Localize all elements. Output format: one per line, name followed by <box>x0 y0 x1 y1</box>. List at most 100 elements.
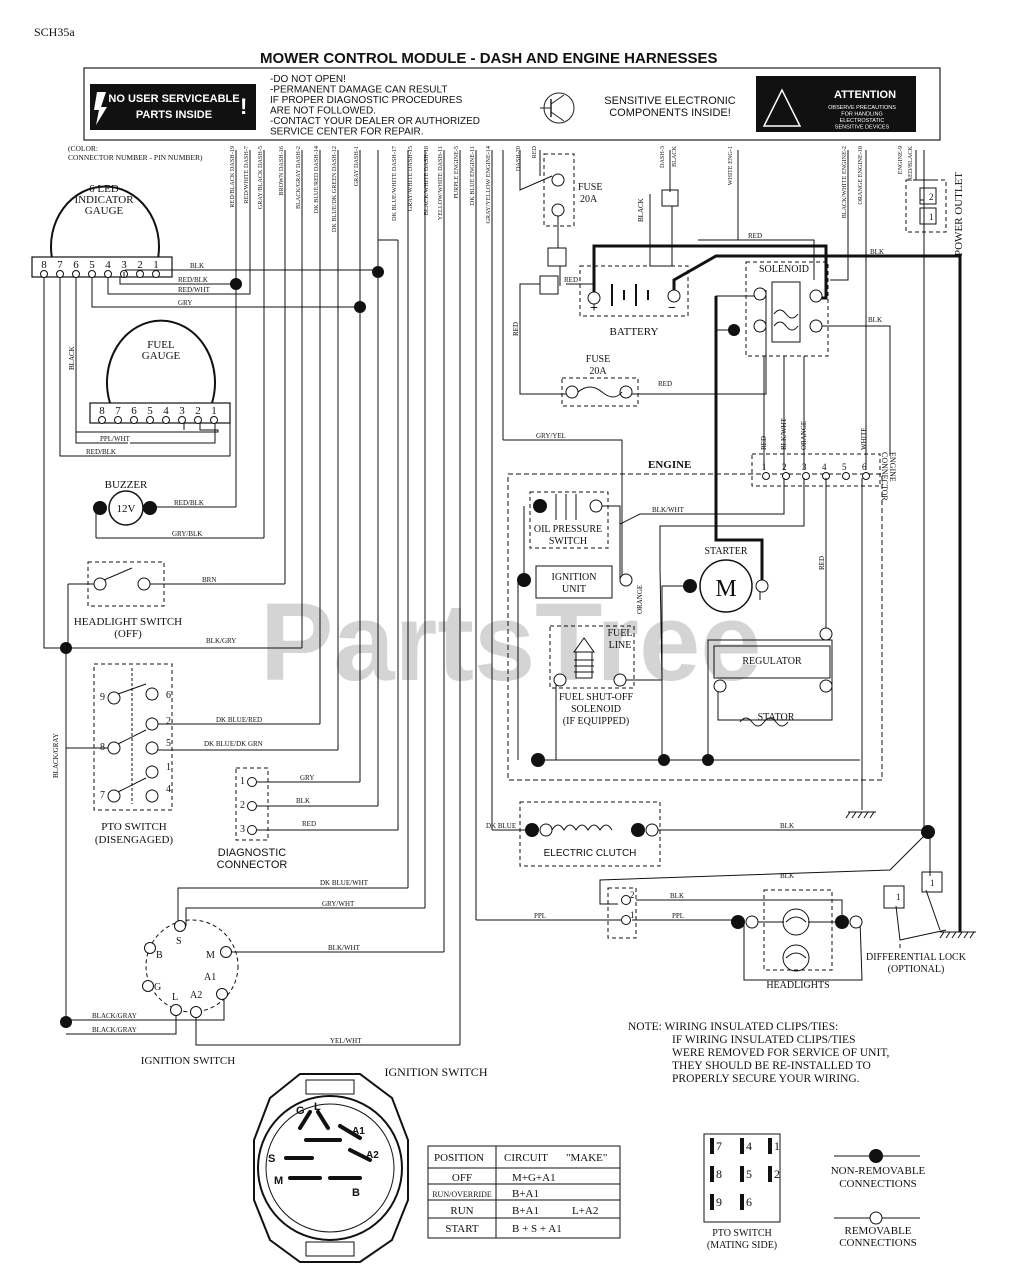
electric-clutch: ELECTRIC CLUTCH BLK <box>519 801 935 867</box>
svg-text:DK BLUE/DK GRN: DK BLUE/DK GRN <box>204 740 263 748</box>
svg-text:M: M <box>715 576 736 602</box>
svg-text:IGNITION SWITCH: IGNITION SWITCH <box>385 1065 488 1079</box>
pin-label: 2 <box>137 259 143 271</box>
pin-label: 5 <box>147 405 153 417</box>
engine-wiring <box>517 356 867 800</box>
svg-text:A1: A1 <box>352 1126 365 1137</box>
table-header: CIRCUIT <box>504 1152 548 1164</box>
svg-text:BLK: BLK <box>780 822 794 830</box>
svg-text:(MATING SIDE): (MATING SIDE) <box>707 1240 777 1251</box>
engine-pin-label: 5 <box>842 462 847 472</box>
harness-wire-label: GRAY/BLACK DASH-5 <box>257 146 264 209</box>
svg-text:9: 9 <box>100 692 105 703</box>
svg-text:STATOR: STATOR <box>758 712 795 723</box>
svg-text:DK BLUE: DK BLUE <box>486 822 516 830</box>
fuse-top: FUSE 20A <box>543 153 602 227</box>
note-line: PROPERLY SECURE YOUR WIRING. <box>672 1073 860 1085</box>
svg-text:(DISENGAGED): (DISENGAGED) <box>95 834 174 846</box>
pin <box>194 416 202 424</box>
pin-label: 7 <box>115 405 121 417</box>
svg-text:ORANGE: ORANGE <box>636 585 644 614</box>
top-right-wiring <box>519 150 934 830</box>
sensitive-line1: SENSITIVE ELECTRONIC <box>604 95 735 107</box>
pto-mating-slot <box>710 1194 714 1210</box>
svg-text:LINE: LINE <box>609 640 632 651</box>
note-line: IF WIRING INSULATED CLIPS/TIES <box>672 1034 855 1046</box>
wiring-note: NOTE: WIRING INSULATED CLIPS/TIES:IF WIR… <box>628 1021 889 1085</box>
warning-line: SERVICE CENTER FOR REPAIR. <box>270 127 424 138</box>
differential-lock: 1 1 DIFFERENTIAL LOCK (OPTIONAL) <box>866 871 967 975</box>
svg-text:S: S <box>176 936 182 947</box>
harness-wire-label: BLACK <box>671 145 678 167</box>
svg-text:PTO SWITCH: PTO SWITCH <box>101 821 167 833</box>
harness-wire-label: RED <box>531 145 538 158</box>
svg-text:CONNECTOR: CONNECTOR <box>217 859 288 871</box>
svg-text:1: 1 <box>630 910 635 920</box>
svg-text:FUSE: FUSE <box>578 182 602 193</box>
svg-text:!: ! <box>240 94 247 119</box>
warning-lines: -DO NOT OPEN!-PERMANENT DAMAGE CAN RESUL… <box>270 74 480 138</box>
svg-text:M: M <box>274 1175 283 1187</box>
color-key-line1: (COLOR: <box>68 144 98 153</box>
pin-label: 3 <box>121 259 127 271</box>
note-line: THEY SHOULD BE RE-INSTALLED TO <box>672 1060 871 1072</box>
pin <box>114 416 122 424</box>
watermark: PartsTree <box>260 581 761 704</box>
harness-wire-label: WHITE ENG-1 <box>727 146 734 185</box>
svg-text:UNIT: UNIT <box>562 584 586 595</box>
svg-text:1: 1 <box>240 776 245 787</box>
ground-symbols <box>845 800 976 939</box>
pin-label: 6 <box>73 259 79 271</box>
engine-pin <box>782 472 790 480</box>
svg-text:BLK/WHT: BLK/WHT <box>328 944 361 952</box>
svg-text:BATTERY: BATTERY <box>610 326 659 338</box>
pto-switch: 9 6 2 8 5 1 7 4 PTO SWITCH (DISENGAGED) <box>66 663 174 846</box>
harness-wire-label: BLACK/WHITE ENGINE-2 <box>841 146 848 218</box>
svg-text:BUZZER: BUZZER <box>105 479 148 491</box>
svg-text:RED: RED <box>564 276 578 284</box>
svg-text:RED/BLK: RED/BLK <box>86 448 116 456</box>
pin <box>72 270 80 278</box>
svg-text:(OPTIONAL): (OPTIONAL) <box>888 964 945 975</box>
svg-text:DK BLUE/RED: DK BLUE/RED <box>216 716 262 724</box>
harness-wire-label: RED/WHITE DASH-7 <box>243 146 250 204</box>
svg-text:RED: RED <box>818 556 826 570</box>
table-position: RUN/OVERRIDE <box>432 1190 492 1199</box>
svg-text:IGNITION: IGNITION <box>552 572 597 583</box>
pin <box>210 416 218 424</box>
svg-text:PPL: PPL <box>534 912 546 920</box>
svg-text:ENGINE: ENGINE <box>888 452 897 482</box>
starter: STARTER M <box>683 546 769 613</box>
ignition-unit: IGNITION UNIT <box>517 565 633 599</box>
svg-text:REMOVABLE: REMOVABLE <box>844 1225 911 1237</box>
svg-text:HEADLIGHT SWITCH: HEADLIGHT SWITCH <box>74 616 182 628</box>
ignition-switch-schematic: S B M A1 G L A2 IGNITION SWITCH <box>141 919 239 1067</box>
harness-wire-label: YELLOW/WHITE DASH-11 <box>437 146 444 220</box>
transistor-icon <box>540 92 575 124</box>
svg-text:CONNECTIONS: CONNECTIONS <box>839 1178 917 1190</box>
svg-text:20A: 20A <box>580 194 598 205</box>
svg-text:CONNECTIONS: CONNECTIONS <box>839 1237 917 1249</box>
pto-mating-pin-label: 5 <box>746 1167 752 1181</box>
left-wire-labels: BLK RED/BLK RED/WHT GRY PPL/WHT RED/BLK … <box>52 262 566 1045</box>
engine-pin-label: 4 <box>822 462 827 472</box>
regulator: REGULATOR STATOR <box>713 627 833 727</box>
table-circuit: B+A1 <box>512 1205 539 1217</box>
table-circuit: M+G+A1 <box>512 1172 556 1184</box>
table-circuit: B + S + A1 <box>512 1223 562 1235</box>
svg-text:6: 6 <box>166 690 171 701</box>
svg-text:20A: 20A <box>589 366 607 377</box>
svg-text:(IF EQUIPPED): (IF EQUIPPED) <box>563 716 629 727</box>
harness-wire-label: RED/BLACK DASH-19 <box>229 146 236 208</box>
table-position: RUN <box>450 1205 473 1217</box>
pin-label: 8 <box>41 259 47 271</box>
headlight-switch: HEADLIGHT SWITCH (OFF) <box>67 561 182 648</box>
svg-text:IGNITION SWITCH: IGNITION SWITCH <box>141 1055 235 1067</box>
engine-section: ENGINE <box>507 459 883 781</box>
svg-text:ELECTRIC CLUTCH: ELECTRIC CLUTCH <box>544 848 637 859</box>
